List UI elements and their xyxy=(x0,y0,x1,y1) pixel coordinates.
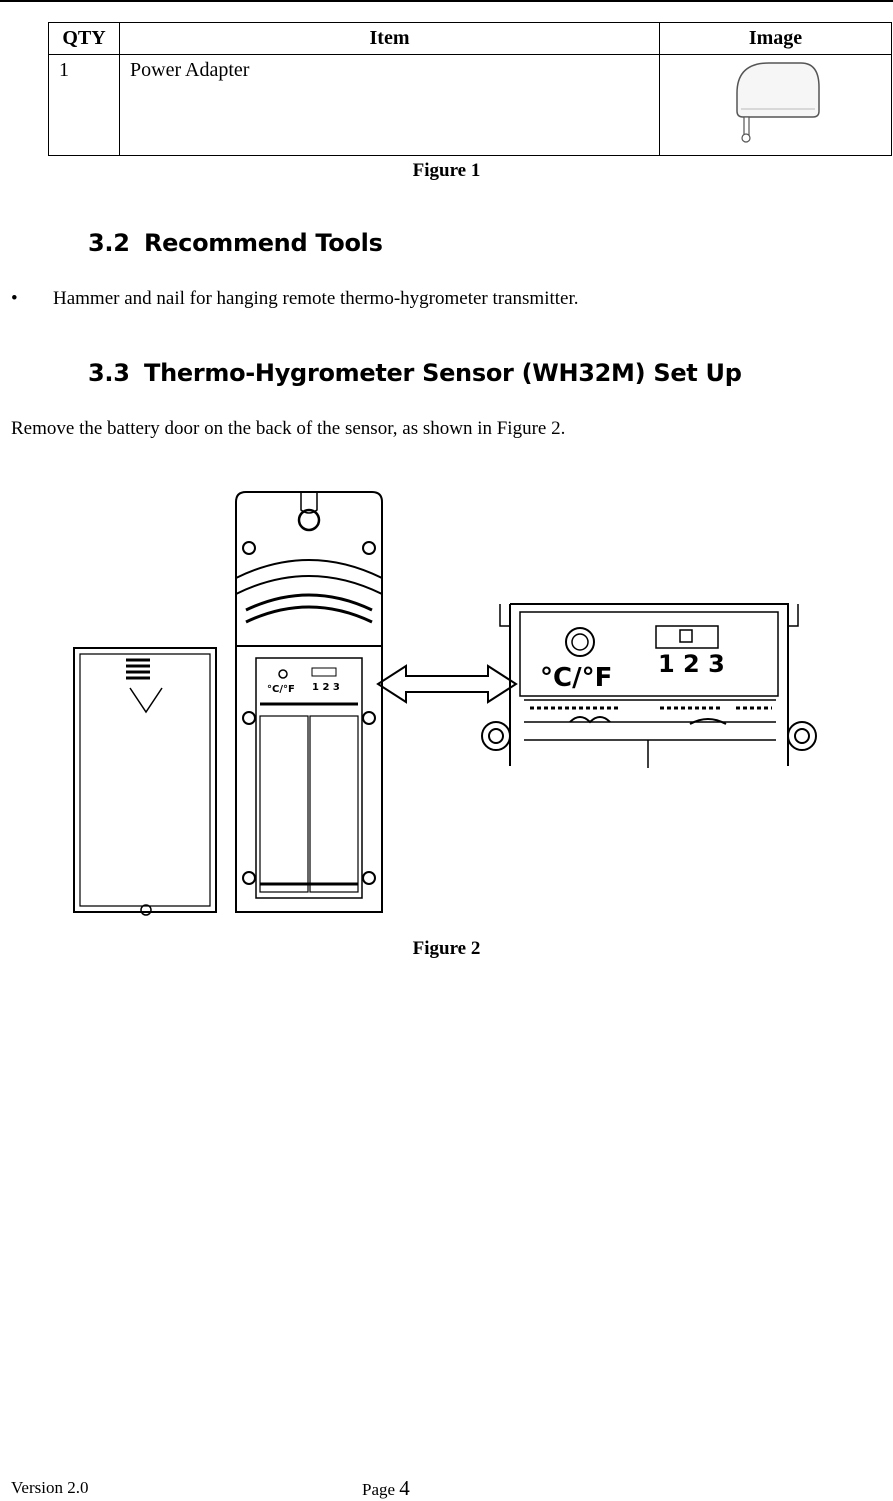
list-item: • Hammer and nail for hanging remote ther… xyxy=(11,288,579,310)
small-channel-label: 1 2 3 xyxy=(312,682,340,693)
row-item: Power Adapter xyxy=(119,54,660,156)
page-label: Page xyxy=(362,1480,396,1499)
header-qty: QTY xyxy=(48,22,120,55)
setup-paragraph: Remove the battery door on the back of t… xyxy=(11,418,566,439)
zoom-panel xyxy=(481,603,817,768)
double-arrow xyxy=(376,664,518,704)
section-title: Recommend Tools xyxy=(144,229,383,257)
header-item: Item xyxy=(119,22,660,55)
power-adapter-image xyxy=(735,62,820,143)
version-label: Version 2.0 xyxy=(11,1478,89,1497)
zoom-unit-label: °C/°F xyxy=(540,663,612,693)
bullet-icon: • xyxy=(11,288,18,309)
section-3-2-heading: 3.2 Recommend Tools xyxy=(88,229,383,257)
sensor-body xyxy=(235,491,383,913)
page-indicator: Page 4 xyxy=(362,1476,410,1501)
list-item-text: Hammer and nail for hanging remote therm… xyxy=(53,288,579,309)
figure1-caption: Figure 1 xyxy=(412,160,481,181)
section-3-3-heading: 3.3 Thermo-Hygrometer Sensor (WH32M) Set … xyxy=(88,359,742,387)
table-header-row: QTY Item Image xyxy=(48,22,892,55)
page-number: 4 xyxy=(399,1476,410,1500)
screw-icons xyxy=(242,541,376,885)
sensor-diagram: °C/°F 1 2 3 °C/°F 1 2 3 xyxy=(73,491,817,916)
header-image: Image xyxy=(659,22,892,55)
section-number: 3.3 xyxy=(88,359,130,387)
row-qty: 1 xyxy=(48,54,120,156)
figure2-caption: Figure 2 xyxy=(412,938,481,959)
top-rule xyxy=(0,0,893,2)
zoom-channel-label: 1 2 3 xyxy=(658,650,725,678)
section-number: 3.2 xyxy=(88,229,130,257)
small-unit-label: °C/°F xyxy=(267,684,295,695)
package-contents-table: QTY Item Image 1 Power Adapter xyxy=(48,22,892,156)
section-title: Thermo-Hygrometer Sensor (WH32M) Set Up xyxy=(144,359,742,387)
table-row: 1 Power Adapter xyxy=(48,54,892,156)
row-image xyxy=(659,54,892,156)
battery-door xyxy=(73,647,217,916)
